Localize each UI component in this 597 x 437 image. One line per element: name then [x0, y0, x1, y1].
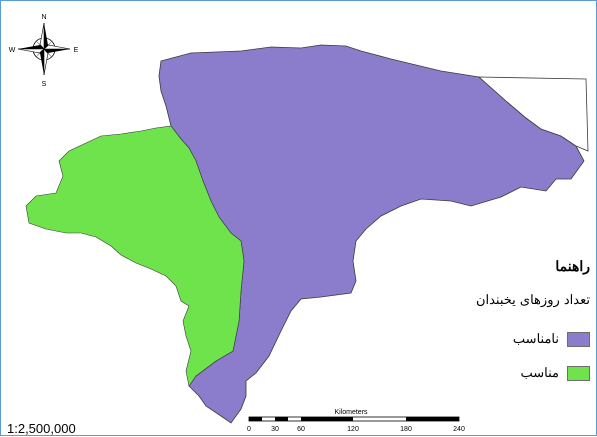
region-excluded [477, 76, 589, 152]
legend-item-suitable: مناسب [520, 366, 590, 381]
scale-tick-label: 180 [400, 426, 412, 433]
scale-bar: Kilometers 0 30 60 120 180 240 [247, 409, 465, 433]
legend-label-unsuitable: نامناسب [512, 332, 559, 347]
compass-w-label: W [9, 47, 16, 54]
scale-bar-unit: Kilometers [334, 409, 368, 416]
legend-swatch-unsuitable [567, 332, 590, 347]
legend-label-suitable: مناسب [520, 366, 559, 381]
scale-tick-label: 120 [347, 426, 359, 433]
scale-tick-label: 30 [271, 426, 279, 433]
compass-e-label: E [74, 47, 79, 54]
legend-swatch-suitable [567, 366, 590, 381]
legend-title: راهنما [555, 259, 590, 275]
compass-s-label: S [42, 81, 47, 88]
legend-item-unsuitable: نامناسب [513, 332, 590, 347]
region-suitable [25, 125, 245, 387]
legend-subtitle: تعداد روزهای یخبندان [475, 293, 590, 308]
scale-tick-label: 0 [247, 426, 251, 433]
scale-ratio: 1:2,500,000 [7, 421, 76, 436]
compass-n-label: N [41, 14, 46, 21]
scale-tick-label: 60 [297, 426, 305, 433]
compass-rose-icon: N S E W [9, 14, 79, 88]
scale-tick-label: 240 [453, 426, 465, 433]
